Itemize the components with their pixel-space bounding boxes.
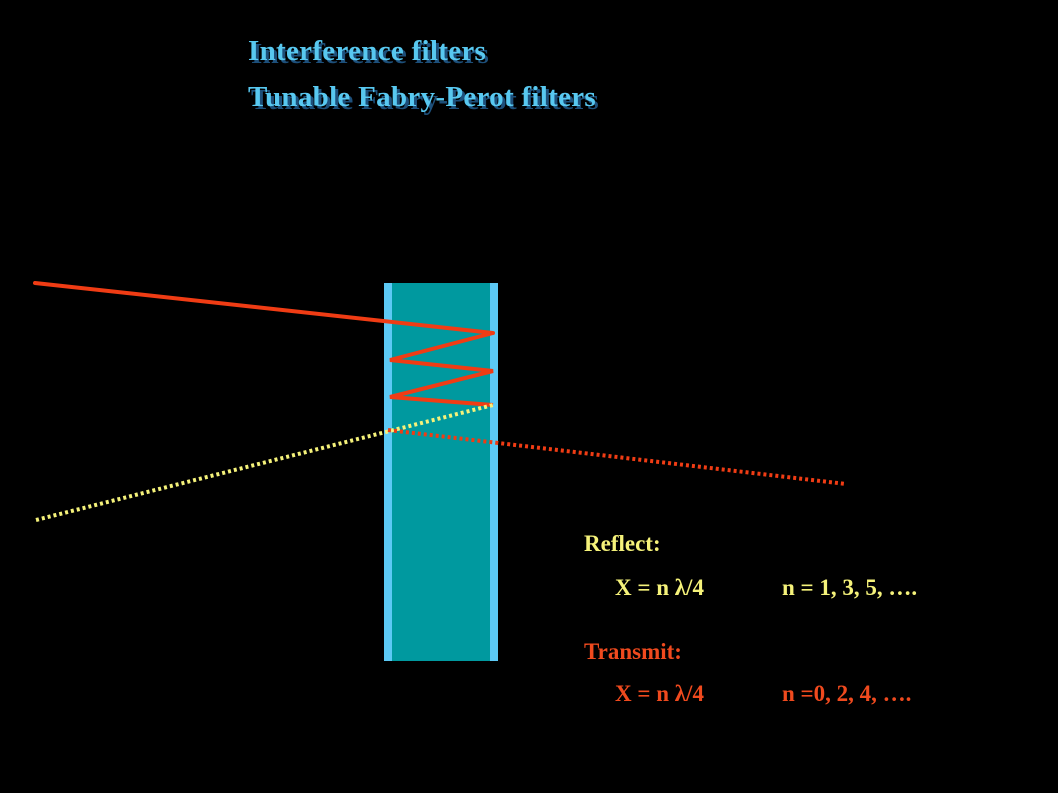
reflected-beam bbox=[35, 403, 494, 522]
filter-cavity bbox=[391, 283, 491, 661]
transmitted-beam bbox=[387, 428, 847, 486]
reflect-heading: Reflect: bbox=[584, 531, 661, 556]
title-line-1: Interference filters bbox=[248, 35, 487, 67]
incident-beam bbox=[33, 281, 495, 335]
reflect-condition: n = 1, 3, 5, …. bbox=[782, 575, 918, 600]
left-mirror bbox=[384, 283, 392, 661]
title-line-2: Tunable Fabry-Perot filters bbox=[248, 81, 597, 113]
internal-reflections bbox=[389, 331, 494, 407]
transmit-heading: Transmit: bbox=[584, 639, 682, 664]
reflect-equation: X = n λ/4 bbox=[615, 575, 704, 600]
right-mirror bbox=[490, 283, 498, 661]
transmit-equation: X = n λ/4 bbox=[615, 681, 704, 706]
transmit-condition: n =0, 2, 4, …. bbox=[782, 681, 912, 706]
